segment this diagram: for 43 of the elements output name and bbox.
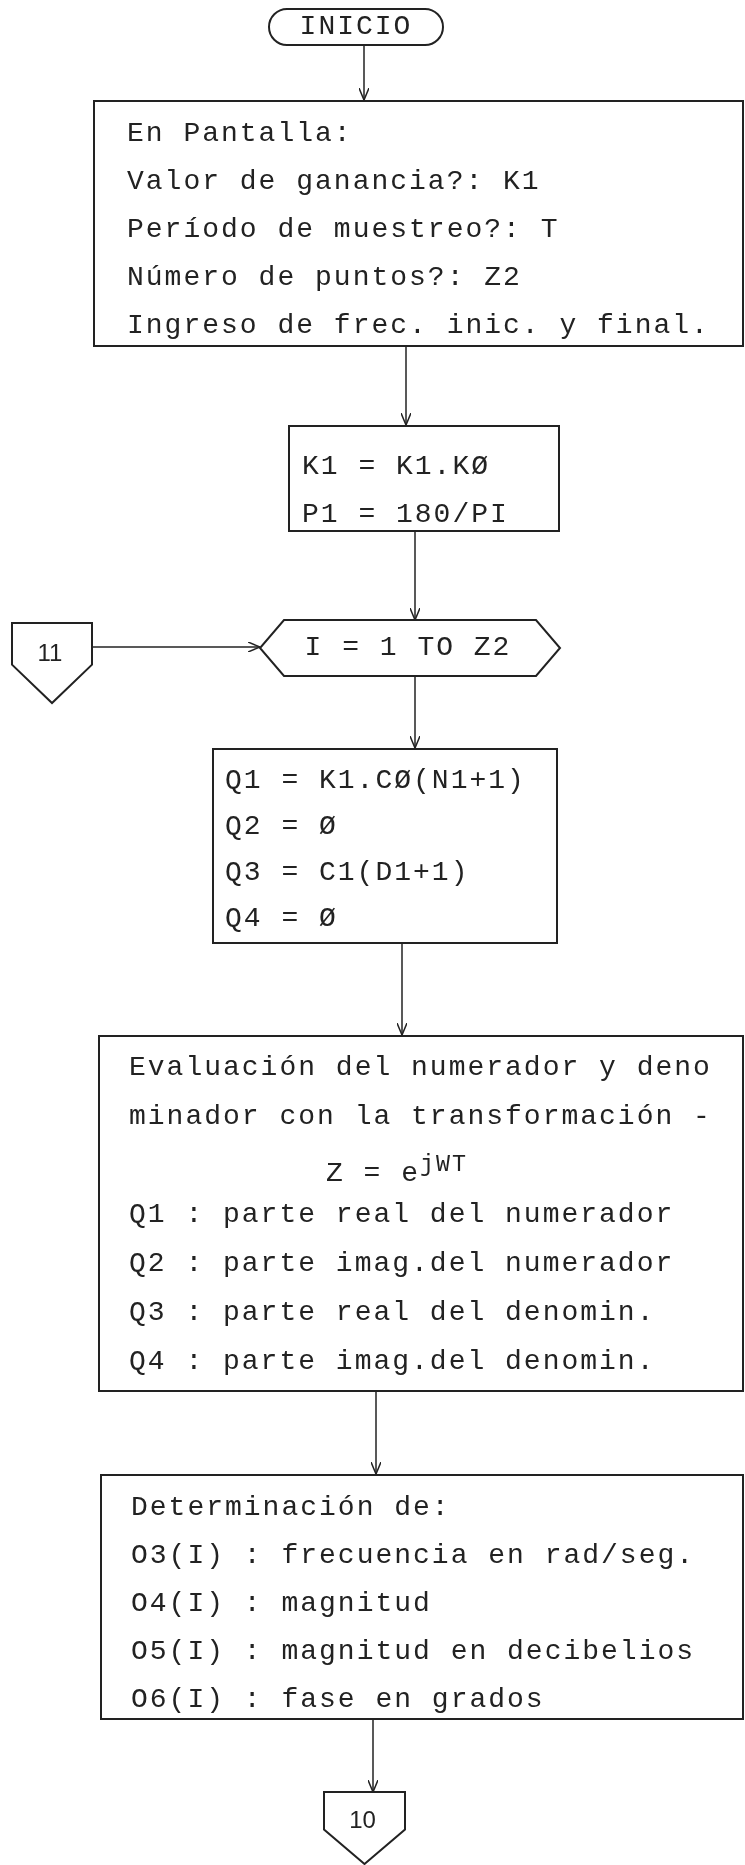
flowchart-text: O5(I) : magnitud en decibelios [131,1635,696,1669]
flowchart-text: O6(I) : fase en grados [131,1683,545,1717]
off-page-connector [324,1792,405,1864]
flowchart-text: Q2 = Ø [225,810,338,844]
arrow [409,675,421,749]
arrow [358,45,370,101]
flowchart-text: Q2 : parte imag.del numerador [129,1247,675,1281]
flowchart-text: Q4 : parte imag.del denomin. [129,1345,656,1379]
arrow [370,1391,382,1475]
process-box [93,100,744,347]
flowchart-text: Q1 : parte real del numerador [129,1198,675,1232]
flowchart-text: I = 1 TO Z2 [303,631,513,665]
arrow [396,943,408,1036]
flowchart-text: Evaluación del numerador y deno [129,1051,712,1085]
flowchart-text: Q3 = C1(D1+1) [225,856,470,890]
arrow [367,1719,379,1793]
process-box [212,748,558,944]
flowchart-text: Número de puntos?: Z2 [127,261,522,295]
process-box [98,1035,744,1392]
flowchart-text: P1 = 180/PI [302,498,509,532]
terminator-shape [268,8,444,46]
flowchart-text: Q1 = K1.CØ(N1+1) [225,764,526,798]
flowchart-text: minador con la transformación - [129,1100,712,1134]
flowchart-text: Período de muestreo?: T [127,213,560,247]
flowchart-text: Ingreso de frec. inic. y final. [127,309,710,343]
flowchart-text: Q3 : parte real del denomin. [129,1296,656,1330]
off-page-connector [12,623,92,703]
arrow [400,346,412,426]
flowchart-text: Q4 = Ø [225,902,338,936]
connector-number: 10 [348,1805,377,1835]
process-box [288,425,560,532]
flowchart-text: O3(I) : frecuencia en rad/seg. [131,1539,696,1573]
flowchart-text: O4(I) : magnitud [131,1587,432,1621]
flowchart-text: Determinación de: [131,1491,451,1525]
arrow [409,531,421,621]
flowchart-text: En Pantalla: [127,117,353,151]
flowchart-text: INICIO [298,10,414,44]
loop-hexagon [260,620,560,676]
connector-number: 11 [36,638,64,668]
process-box [100,1474,744,1720]
flowchart-text: Z = e$^{jWT}$ [326,1151,468,1190]
flowchart-text: K1 = K1.KØ [302,450,491,484]
flowchart-text: Valor de ganancia?: K1 [127,165,541,199]
